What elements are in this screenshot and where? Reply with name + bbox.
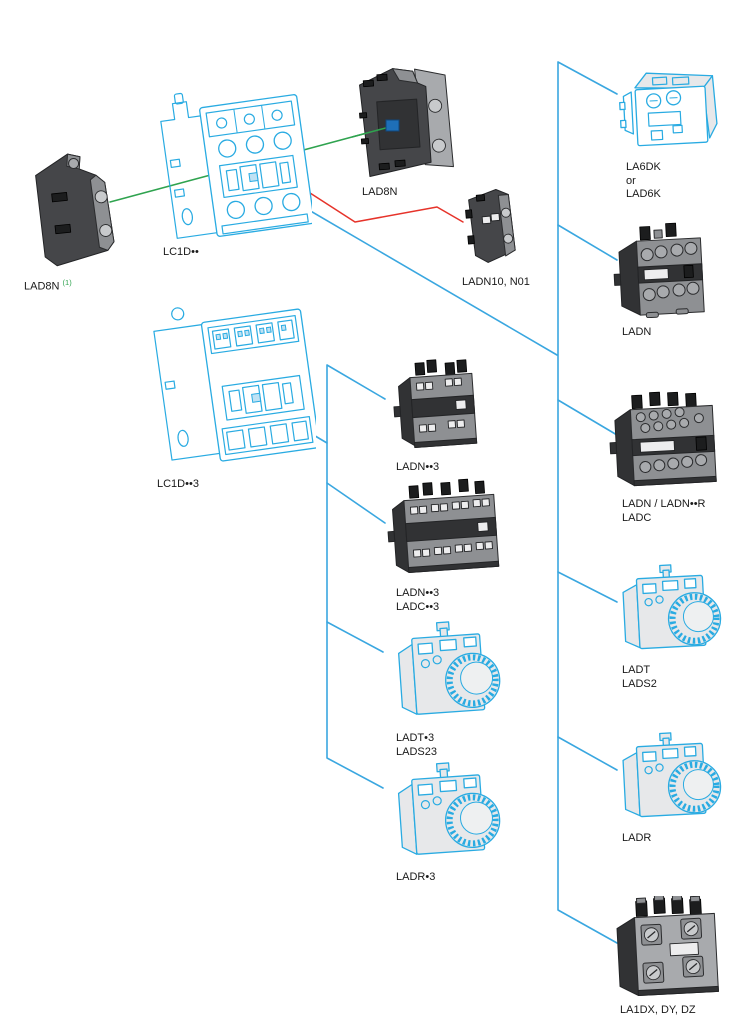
product-ladt: LADT LADS2 [612, 562, 730, 691]
blue-branch-ladn3-ladc3 [326, 482, 386, 524]
product-ladn3-ladc3: LADN••3 LADC••3 [384, 478, 502, 614]
la6dk-label: LA6DK or LAD6K [626, 161, 661, 200]
spring-terminals-top [211, 319, 295, 350]
product-ladn: LADN [612, 222, 708, 340]
product-lad8n-side: LAD8N (1) [15, 142, 127, 294]
product-lad8n-front: LAD8N [351, 58, 456, 200]
product-ladr3: LADR•3 [388, 760, 510, 885]
ladt3-illustration [398, 621, 501, 715]
lc1d-illustration [160, 92, 315, 239]
lad8n-side-label: LAD8N (1) [24, 278, 72, 293]
blue-branch-ladr [557, 736, 618, 771]
blue-clip [385, 119, 400, 132]
blue-tree-right-spine [557, 61, 618, 944]
ladr-label: LADR [622, 832, 652, 844]
product-ladn10: LADN10, N01 [461, 184, 530, 290]
la6dk-illustration [619, 72, 718, 147]
blue-branch-ladt [557, 571, 618, 603]
product-la6dk: LA6DK or LAD6K [616, 60, 724, 202]
ladt-illustration [622, 564, 722, 650]
ladn-ladnr-illustration [609, 391, 717, 487]
ladn-ladnr-label: LADN / LADN••R LADC [622, 498, 706, 524]
ladr3-illustration [397, 762, 501, 855]
blue-tree-middle-spine [326, 364, 386, 789]
ladt-label: LADT LADS2 [622, 664, 657, 690]
blue-branch-ladn [557, 224, 618, 261]
ladr-illustration [622, 732, 722, 818]
ladn-label: LADN [622, 326, 652, 338]
product-ladr: LADR [612, 730, 730, 846]
lad8n-front-illustration [351, 68, 454, 178]
ladn3-ladc3-label: LADN••3 LADC••3 [396, 587, 440, 613]
blue-branch-ladt3 [326, 621, 384, 653]
lc1d3-label: LC1D••3 [157, 478, 199, 490]
ladn3-ladc3-illustration [387, 478, 500, 573]
ladn3-label: LADN••3 [396, 461, 440, 473]
lc1d-label: LC1D•• [163, 246, 199, 258]
la1dx-label: LA1DX, DY, DZ [620, 1004, 696, 1016]
footnote-marker: (1) [62, 278, 72, 287]
ladt3-label: LADT•3 LADS23 [396, 732, 437, 758]
mounting-plate [160, 101, 220, 239]
la1dx-illustration [616, 894, 719, 997]
product-ladn-ladnr: LADN / LADN••R LADC [608, 390, 720, 525]
product-ladt3: LADT•3 LADS23 [388, 618, 510, 759]
blue-branch-ladn-ladnr [557, 399, 618, 436]
red-line [292, 181, 464, 223]
ladn10-illustration [465, 189, 516, 263]
product-lc1d3: LC1D••3 [148, 295, 320, 492]
ladn-illustration [613, 222, 705, 319]
ladr3-label: LADR•3 [396, 871, 436, 883]
product-la1dx: LA1DX, DY, DZ [610, 894, 722, 1018]
blue-feed-right [289, 198, 558, 356]
ladn10-label: LADN10, N01 [462, 276, 530, 288]
product-lc1d: LC1D•• [152, 82, 315, 260]
spring-terminals-bottom [226, 420, 309, 451]
lad8n-front-label: LAD8N [362, 186, 398, 198]
lad8n-side-illustration [35, 153, 115, 267]
product-ladn3: LADN••3 [392, 358, 478, 475]
ladn3-illustration [393, 359, 478, 449]
lc1d3-illustration [153, 307, 320, 462]
